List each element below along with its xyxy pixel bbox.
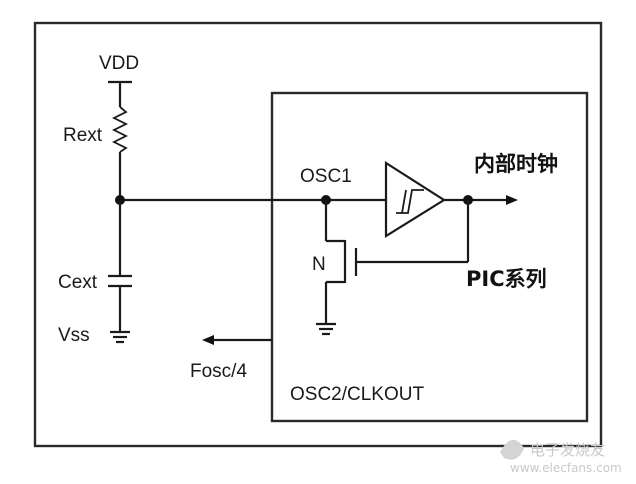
rext-resistor xyxy=(111,106,129,153)
schmitt-hysteresis-icon-2 xyxy=(401,189,407,214)
cext-label: Cext xyxy=(58,272,98,293)
fosc-label: Fosc/4 xyxy=(190,361,247,382)
clock-output-arrow xyxy=(506,195,518,205)
schmitt-trigger-buffer xyxy=(384,160,447,238)
pic-series-label: PIC系列 xyxy=(466,267,547,291)
pic-chip-box xyxy=(270,91,589,423)
n-channel-label: N xyxy=(312,254,326,275)
vdd-label: VDD xyxy=(99,53,139,74)
schmitt-hysteresis-icon xyxy=(396,189,424,214)
outer-frame xyxy=(33,21,603,448)
watermark: 电子发烧友 www.elecfans.com xyxy=(500,439,622,475)
watermark-logo-icon xyxy=(500,439,524,460)
internal-clock-label: 内部时钟 xyxy=(474,152,558,176)
osc2-clkout-label: OSC2/CLKOUT xyxy=(290,384,424,405)
watermark-site-text: 电子发烧友 xyxy=(530,441,605,459)
rext-label: Rext xyxy=(63,125,103,146)
osc1-label: OSC1 xyxy=(300,166,352,187)
vss-label: Vss xyxy=(58,325,90,346)
fosc-arrow xyxy=(202,335,214,345)
watermark-url-text: www.elecfans.com xyxy=(510,461,622,475)
